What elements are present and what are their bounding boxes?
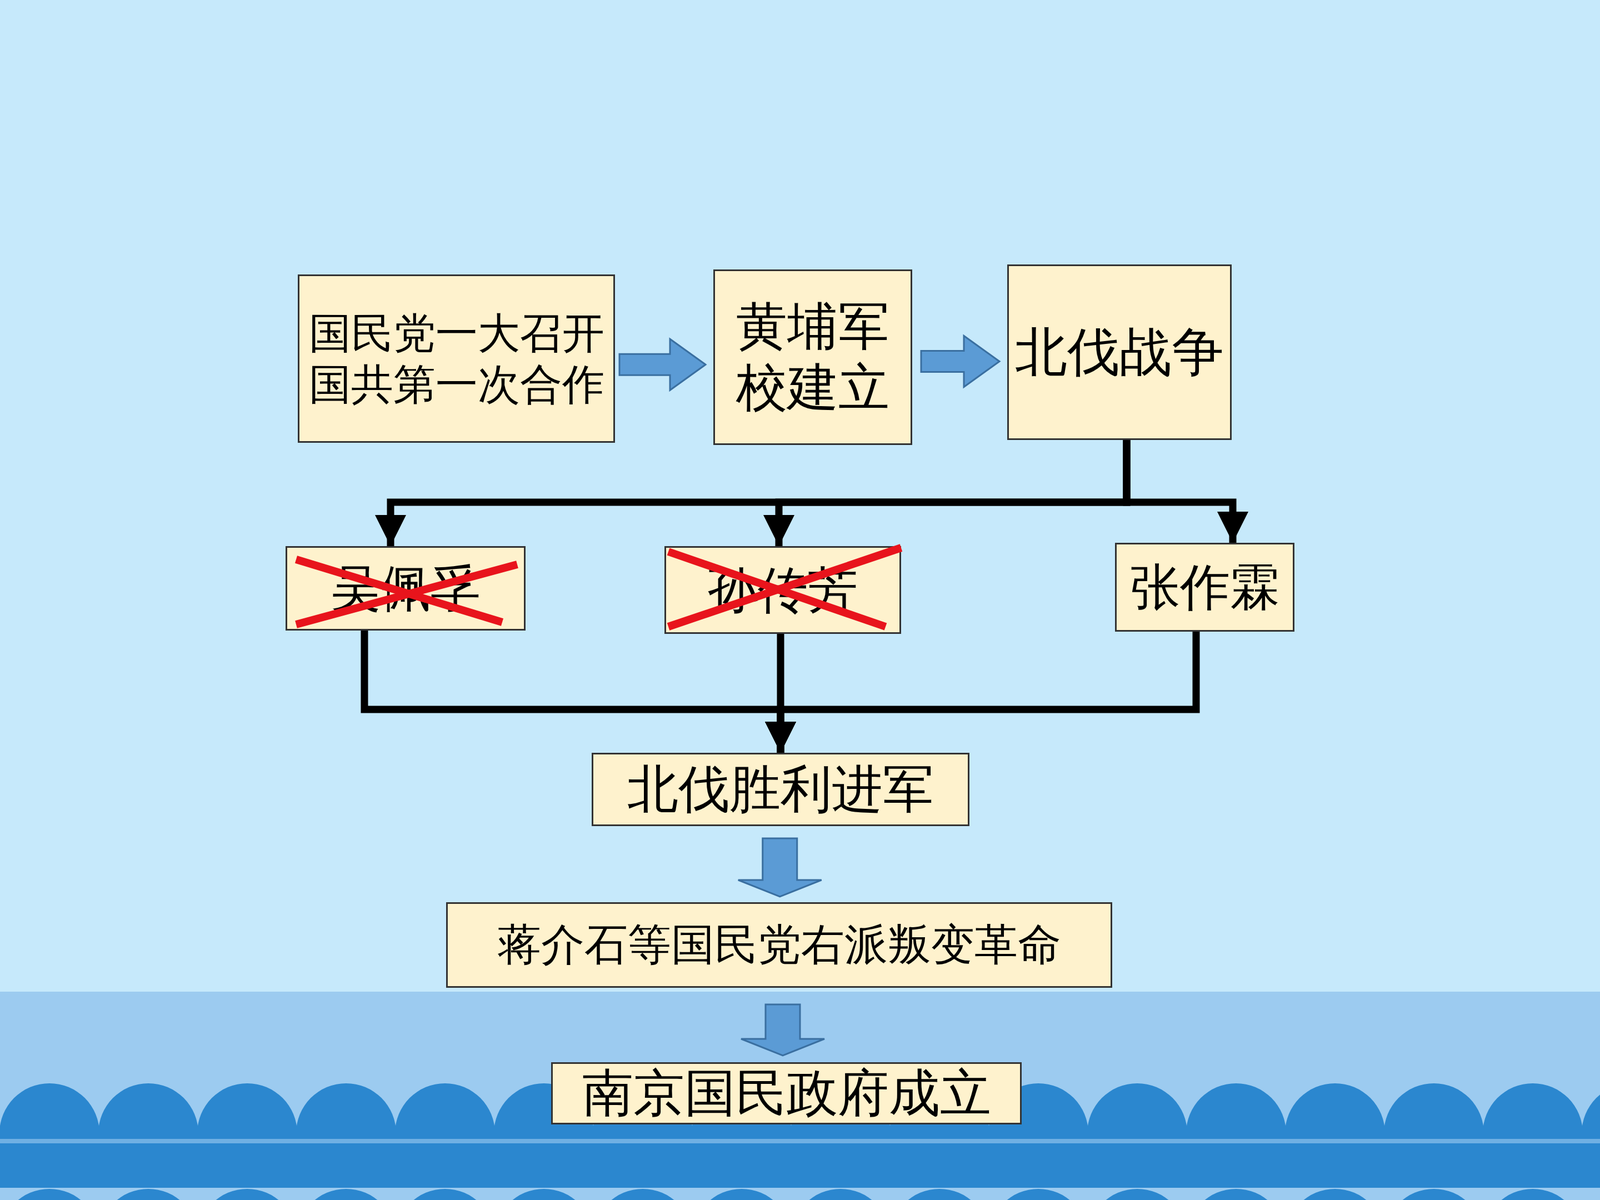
process-box: 黄埔军 校建立 — [713, 269, 913, 445]
block-arrow — [619, 338, 706, 390]
process-box: 南京国民政府成立 — [551, 1062, 1022, 1125]
process-box: 孙传芳 — [664, 546, 902, 634]
node-label: 张作霖 — [1130, 557, 1280, 618]
block-arrow — [921, 336, 1000, 388]
process-box: 北伐胜利进军 — [591, 752, 970, 827]
node-label: 北伐胜利进军 — [627, 758, 934, 820]
node-label: 孙传芳 — [707, 560, 858, 620]
block-arrow — [741, 1004, 825, 1056]
wave-gap — [0, 1138, 1600, 1144]
process-box: 国民党一大召开 国共第一次合作 — [297, 274, 615, 443]
sea-band — [0, 991, 1600, 1200]
split-connector — [1126, 440, 1233, 543]
node-label: 黄埔军 校建立 — [715, 296, 911, 419]
merge-connector — [777, 633, 785, 753]
split-connector — [390, 440, 1127, 547]
merge-connector — [780, 631, 1197, 753]
split-connector — [778, 440, 1127, 547]
node-label: 南京国民政府成立 — [582, 1062, 992, 1124]
process-box: 蒋介石等国民党右派叛变革命 — [446, 902, 1113, 988]
node-label: 吴佩孚 — [330, 558, 481, 619]
merge-connector — [364, 630, 781, 753]
node-label: 北伐战争 — [1015, 321, 1224, 384]
node-label: 蒋介石等国民党右派叛变革命 — [497, 918, 1062, 972]
block-arrow — [738, 838, 822, 897]
process-box: 北伐战争 — [1007, 264, 1232, 440]
process-box: 吴佩孚 — [285, 546, 526, 631]
node-label: 国民党一大召开 国共第一次合作 — [299, 307, 614, 409]
process-box: 张作霖 — [1115, 542, 1295, 632]
